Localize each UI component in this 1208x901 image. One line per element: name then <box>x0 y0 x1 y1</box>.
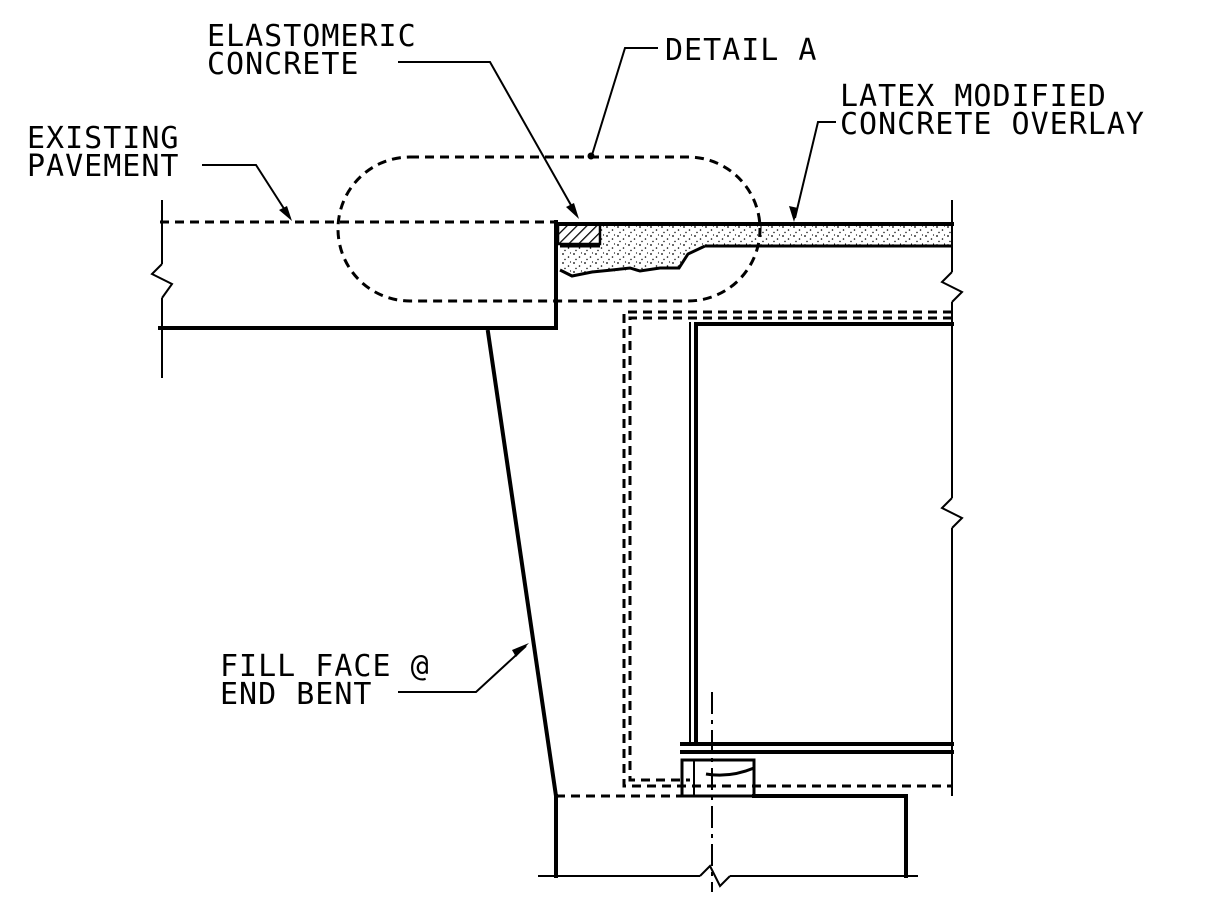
concrete-deck-overlay <box>554 200 964 324</box>
end-bent-cap <box>485 329 918 888</box>
label-fill-face-line2: END BENT <box>220 677 373 712</box>
girder <box>622 310 964 796</box>
latex-overlay-fill <box>560 224 952 276</box>
bearing-assembly <box>680 692 756 892</box>
label-existing-line2: PAVEMENT <box>27 149 180 184</box>
detail-a-outline <box>336 155 762 303</box>
labels: DETAIL A ELASTOMERIC CONCRETE EXISTING P… <box>27 19 1145 712</box>
label-latex-line1: LATEX MODIFIED <box>840 79 1107 114</box>
label-latex-line2: CONCRETE OVERLAY <box>840 107 1145 142</box>
leader-lines <box>202 47 836 693</box>
label-existing-line1: EXISTING <box>27 121 180 156</box>
label-detail-a: DETAIL A <box>665 33 818 68</box>
elastomeric-concrete-block <box>556 222 602 246</box>
label-fill-face-line1: FILL FACE @ <box>220 649 430 684</box>
label-elastomeric-line2: CONCRETE <box>207 47 360 82</box>
label-elastomeric-line1: ELASTOMERIC <box>207 19 417 54</box>
existing-pavement-slab <box>150 200 558 378</box>
